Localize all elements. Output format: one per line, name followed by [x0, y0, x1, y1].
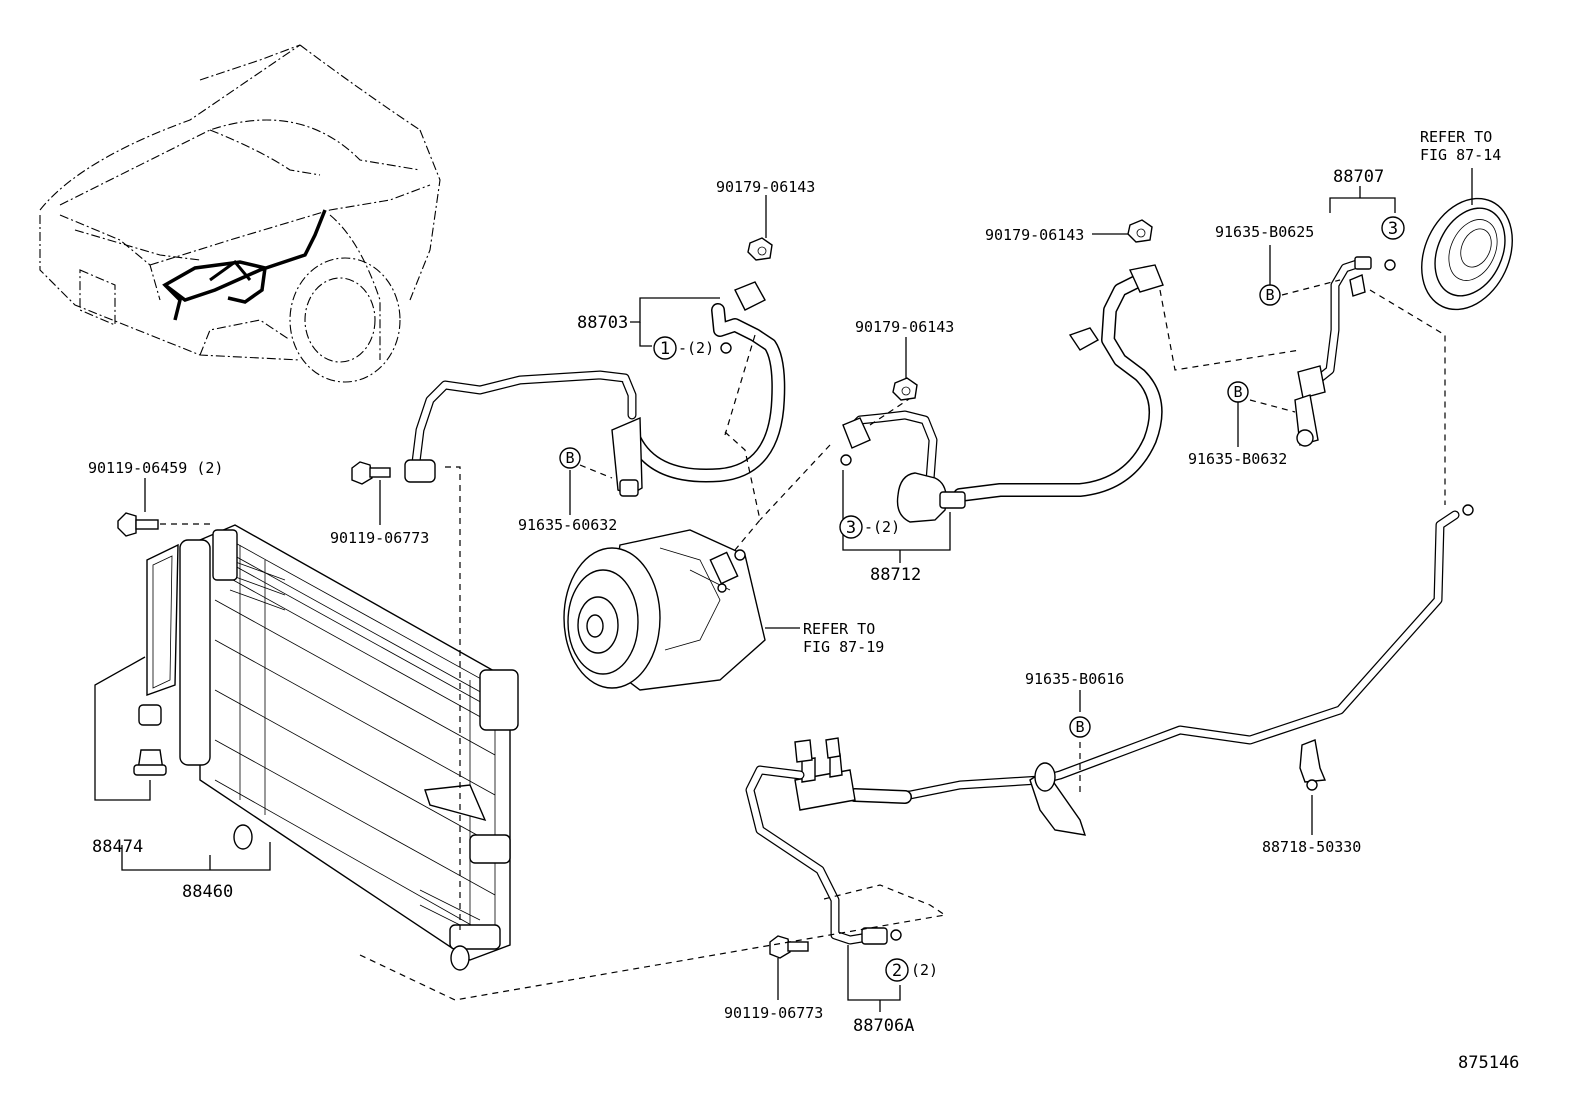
- svg-text:2: 2: [892, 961, 902, 981]
- marker-b-b0632-icon: B: [1227, 381, 1249, 403]
- label-88474: 88474: [92, 837, 143, 857]
- label-90119-06773-bottom: 90119-06773: [724, 1004, 823, 1022]
- svg-text:B: B: [565, 449, 574, 467]
- svg-text:B: B: [1265, 286, 1274, 304]
- label-88706a-qty: (2): [911, 961, 938, 979]
- label-88703: 88703: [577, 313, 628, 333]
- bolt-90119-06773-bottom-icon: [769, 935, 809, 959]
- label-88706a: 88706A: [853, 1016, 914, 1036]
- label-88718-50330: 88718-50330: [1262, 838, 1361, 856]
- marker-2-icon: 2: [885, 958, 909, 982]
- label-refer-compressor-line1: REFER TO: [803, 620, 875, 638]
- svg-text:B: B: [1233, 383, 1242, 401]
- label-91635-b0625: 91635-B0625: [1215, 223, 1314, 241]
- marker-1-icon: 1: [653, 336, 677, 360]
- marker-b-b0616-icon: B: [1069, 716, 1091, 738]
- label-88712: 88712: [870, 565, 921, 585]
- label-91635-b0616: 91635-B0616: [1025, 670, 1124, 688]
- marker-b-b0625-icon: B: [1259, 284, 1281, 306]
- bolt-90119-06773-top-icon: [351, 461, 391, 485]
- label-refer-pulley-line2: FIG 87-14: [1420, 146, 1501, 164]
- svg-text:1: 1: [660, 339, 670, 359]
- label-88703-qty: -(2): [678, 339, 714, 357]
- label-88712-qty: -(2): [864, 518, 900, 536]
- label-90179-06143-c: 90179-06143: [985, 226, 1084, 244]
- label-91635-b0632: 91635-B0632: [1188, 450, 1287, 468]
- svg-text:B: B: [1075, 718, 1084, 736]
- illustration-number: 875146: [1458, 1053, 1519, 1073]
- condenser-88460: [179, 524, 519, 971]
- pulley-illustration: [1421, 197, 1513, 311]
- discharge-hose-88703: [404, 281, 786, 497]
- label-88707: 88707: [1333, 167, 1384, 187]
- label-90119-06459: 90119-06459 (2): [88, 459, 223, 477]
- marker-b-60632-icon: B: [559, 447, 581, 469]
- label-90179-06143-a: 90179-06143: [716, 178, 815, 196]
- svg-text:3: 3: [1388, 219, 1398, 239]
- cushion-kit-88474: [133, 543, 179, 776]
- liquid-pipe-assembly: [745, 504, 1474, 945]
- o-ring-90179-06143-c-icon: [1127, 219, 1153, 243]
- label-91635-60632: 91635-60632: [518, 516, 617, 534]
- marker-3-b-icon: 3: [839, 515, 863, 539]
- vehicle-locator-illustration: [39, 44, 441, 383]
- label-88460: 88460: [182, 882, 233, 902]
- label-90119-06773-top: 90119-06773: [330, 529, 429, 547]
- o-ring-90179-06143-b-icon: [892, 377, 918, 401]
- marker-3-a-icon: 3: [1381, 216, 1405, 240]
- o-ring-90179-06143-a-icon: [747, 237, 773, 261]
- bolt-90119-06459-icon: [117, 512, 159, 537]
- suction-hose-88712: [840, 264, 1164, 523]
- compressor-illustration: [563, 529, 766, 691]
- label-90179-06143-b: 90179-06143: [855, 318, 954, 336]
- pipe-88707: [1294, 256, 1396, 447]
- label-refer-compressor-line2: FIG 87-19: [803, 638, 884, 656]
- label-refer-pulley-line1: REFER TO: [1420, 128, 1492, 146]
- svg-text:3: 3: [846, 518, 856, 538]
